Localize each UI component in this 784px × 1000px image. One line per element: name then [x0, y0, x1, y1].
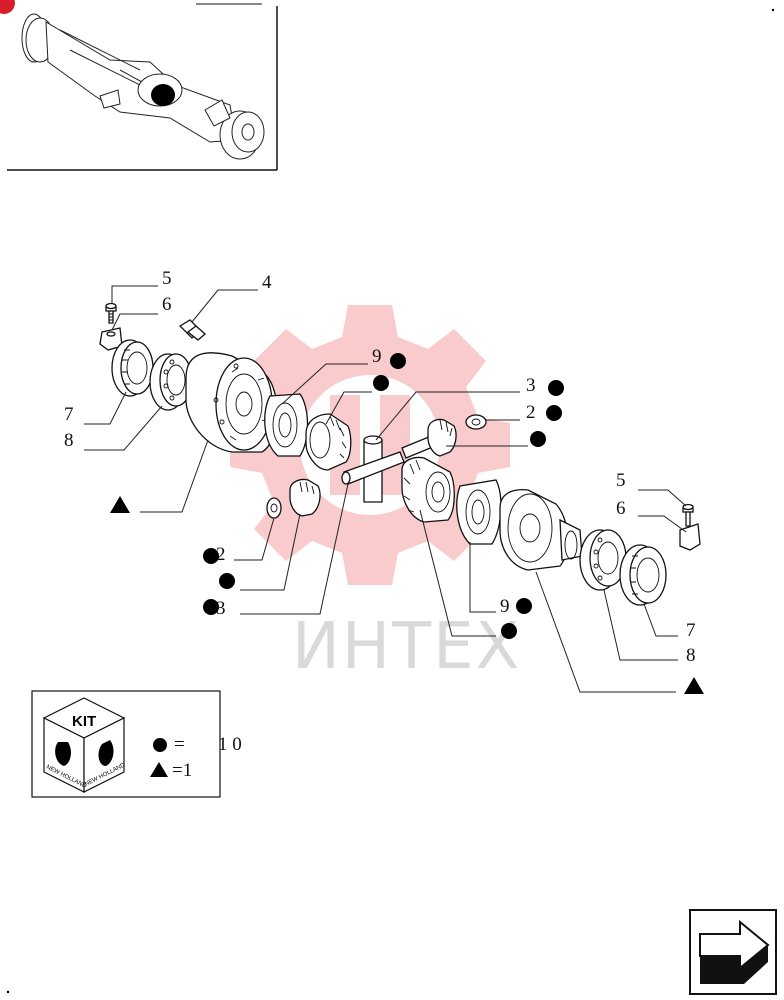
thumbnail-highlight-dot — [151, 84, 175, 106]
side-gear-lower — [401, 456, 455, 523]
callout-8-left: 8 — [64, 430, 74, 451]
bearing-8-left — [149, 353, 193, 411]
differential-case-right — [499, 488, 583, 571]
callout-3-upper: 3 — [526, 375, 536, 396]
arrow-next-page-icon — [699, 919, 770, 984]
bolt-4 — [178, 319, 206, 341]
callout-8-right: 8 — [686, 645, 696, 666]
side-gear-upper — [305, 413, 352, 471]
corner-badge — [0, 0, 15, 14]
kit-dot-3-lower — [203, 599, 219, 615]
kit-dot-side-gear-lower — [501, 623, 517, 639]
thrust-washer-9-upper — [264, 393, 309, 457]
bearing-8-right — [579, 529, 627, 591]
kit-dot-pinion-upper — [530, 431, 546, 447]
ring-nut-7-left — [111, 339, 154, 397]
leader-lines — [84, 285, 687, 693]
callout-5-left: 5 — [162, 268, 172, 289]
legend-dot-equals: = — [174, 734, 185, 755]
legend-triangle-value: =1 — [172, 760, 192, 781]
callout-6-right: 6 — [616, 498, 626, 519]
lock-clip-6-right — [679, 523, 701, 551]
kit-dot-3-upper — [548, 380, 564, 396]
callout-5-right: 5 — [616, 470, 626, 491]
callout-7-left: 7 — [64, 404, 74, 425]
callout-3-lower: 3 — [216, 598, 226, 619]
kit-dot-pinion-lower — [219, 573, 235, 589]
kit-dot-upper-gear — [373, 375, 389, 391]
callout-6-left: 6 — [162, 294, 172, 315]
callout-labels: 5 6 4 7 8 9 3 2 2 3 9 5 6 7 8 — [64, 268, 696, 666]
kit-triangle-left — [110, 496, 130, 513]
next-page-button[interactable] — [689, 909, 777, 995]
pinion-gear-lower — [289, 478, 321, 517]
kit-cube-icon — [42, 697, 126, 793]
callout-2-upper: 2 — [526, 402, 536, 423]
callout-7-right: 7 — [686, 620, 696, 641]
watermark-text: ИНТЕХ — [292, 610, 521, 684]
kit-title: KIT — [72, 713, 96, 730]
kit-dot-9-upper — [390, 353, 406, 369]
callout-9-upper: 9 — [372, 346, 382, 367]
callout-2-lower: 2 — [216, 544, 226, 565]
pinion-gear-upper — [427, 418, 457, 457]
kit-legend: KIT NEW HOLLAND NEW HOLLAND = 1 0 =1 — [31, 690, 242, 798]
thrust-washer-9-lower — [456, 479, 502, 545]
corner-dot-top-right — [771, 8, 775, 12]
lock-clip-6-left — [99, 327, 123, 351]
callout-4: 4 — [262, 272, 272, 293]
callout-9-lower: 9 — [500, 596, 510, 617]
kit-triangle-right — [684, 677, 704, 694]
kit-markers — [110, 353, 704, 694]
legend-dot-value: 1 0 — [218, 734, 242, 755]
washer-2-upper — [465, 414, 487, 430]
legend-triangle-icon — [150, 762, 168, 777]
corner-dot-bottom-left — [6, 990, 10, 994]
axle-thumbnail — [7, 3, 278, 171]
bolt-5-left — [105, 302, 117, 324]
differential-case-left — [185, 352, 278, 453]
kit-dot-9-lower — [516, 598, 532, 614]
ring-nut-7-right — [619, 544, 667, 606]
washer-2-lower — [266, 497, 282, 519]
kit-dot-2-upper — [546, 405, 562, 421]
legend-dot-icon — [153, 738, 167, 752]
bolt-5-right — [682, 503, 694, 527]
kit-dot-2-lower — [203, 548, 219, 564]
axle-housing-sketch — [21, 13, 265, 160]
